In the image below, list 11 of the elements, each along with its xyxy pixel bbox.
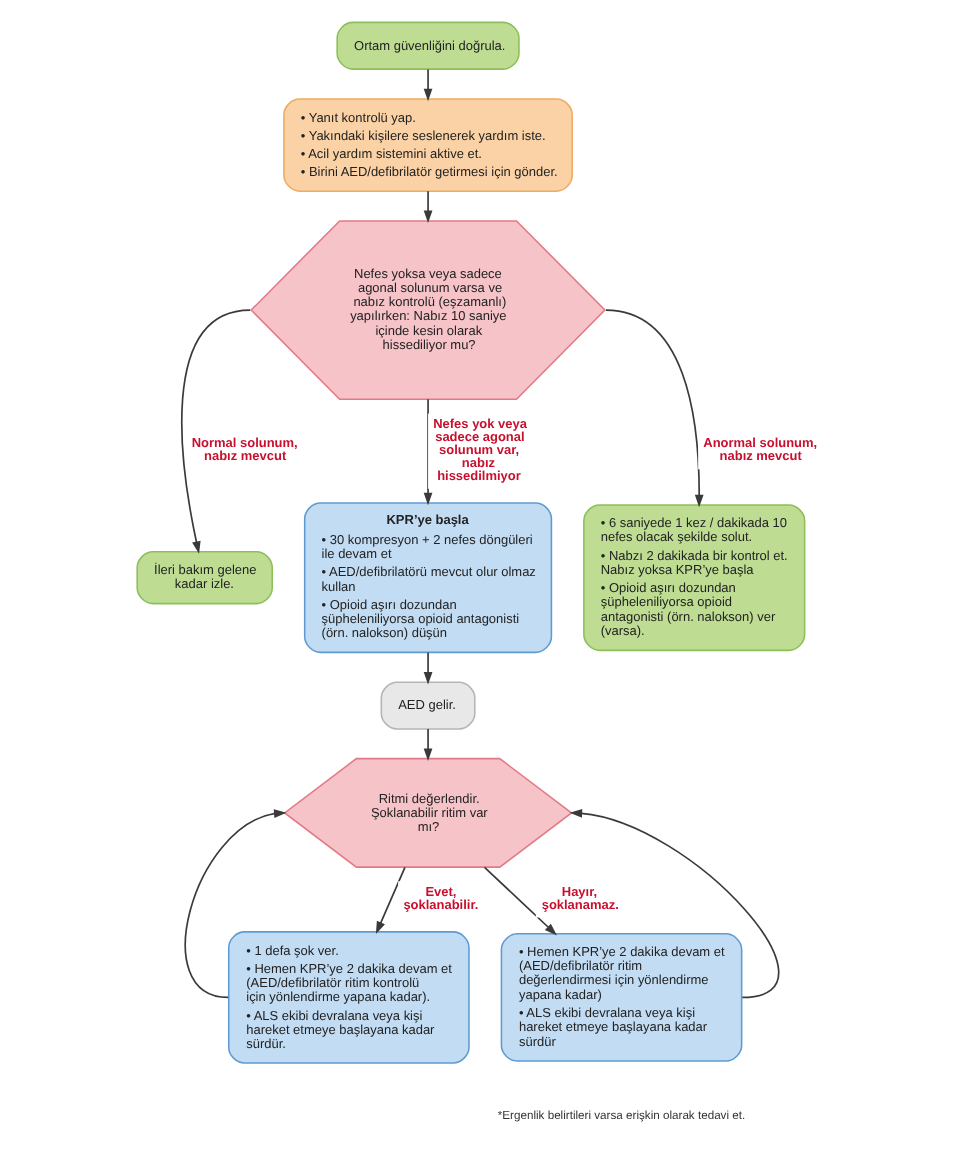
arrow (483, 866, 557, 936)
arrow (180, 309, 251, 554)
arrow (423, 728, 433, 761)
arrow (184, 809, 287, 999)
arrow (569, 808, 780, 999)
arrow (605, 309, 704, 508)
arrow (423, 398, 433, 506)
arrow (375, 866, 406, 935)
arrow (423, 190, 433, 224)
arrow (423, 651, 433, 685)
arrow (423, 68, 433, 102)
